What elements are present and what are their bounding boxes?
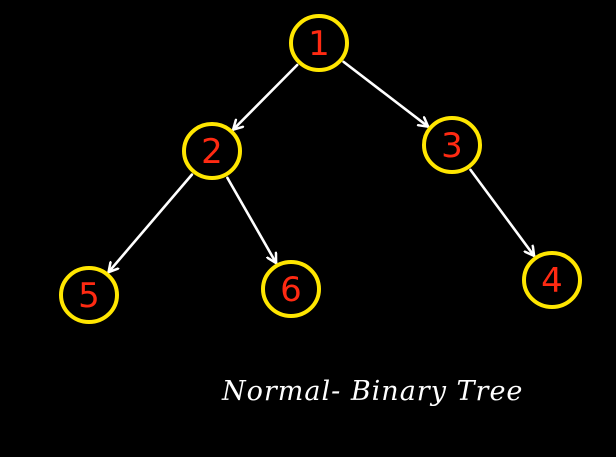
node-label: 1: [308, 24, 330, 64]
node-label: 6: [280, 270, 302, 310]
edges-layer: [107, 60, 536, 274]
edge-1-2: [231, 63, 299, 131]
node-label: 5: [78, 276, 100, 316]
tree-node-1: 1: [289, 14, 349, 72]
tree-node-5: 5: [59, 266, 119, 324]
node-label: 4: [541, 261, 563, 301]
tree-node-3: 3: [422, 116, 482, 174]
diagram-caption: Normal- Binary Tree: [222, 376, 524, 407]
node-label: 2: [201, 132, 223, 172]
nodes-layer: 1 2 3 5 6 4: [59, 14, 582, 324]
node-ring: [59, 266, 119, 324]
node-label: 3: [441, 126, 463, 166]
node-ring: [289, 14, 349, 72]
edge-1-3: [342, 60, 430, 128]
tree-node-6: 6: [261, 260, 321, 318]
node-ring: [182, 122, 242, 180]
node-ring: [522, 251, 582, 309]
edge-2-6: [226, 176, 278, 265]
node-ring: [261, 260, 321, 318]
node-ring: [422, 116, 482, 174]
edge-3-4: [469, 168, 536, 258]
edge-2-5: [107, 173, 194, 274]
tree-node-4: 4: [522, 251, 582, 309]
tree-node-2: 2: [182, 122, 242, 180]
